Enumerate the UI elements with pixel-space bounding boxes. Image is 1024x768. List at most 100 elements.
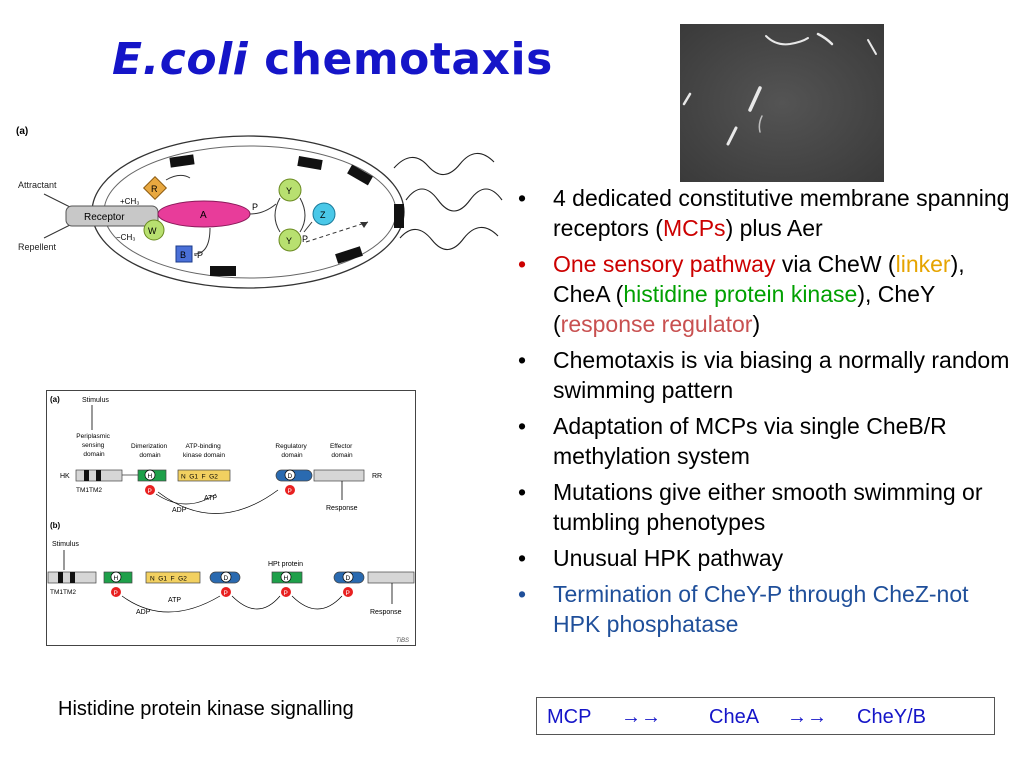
hk-label: HK — [60, 473, 70, 480]
b-tm-label: TM1TM2 — [50, 589, 76, 596]
b-p-circle-1 — [111, 587, 121, 597]
b-p-circle-2 — [221, 587, 231, 597]
bullet-text: ), CheY ( — [553, 281, 935, 337]
bullet-text: Termination of CheY-P through CheZ-not H… — [553, 581, 969, 637]
micrograph-background — [680, 24, 884, 182]
bullet-text: MCPs — [662, 215, 726, 241]
b-p-label-2: P — [224, 590, 228, 597]
cher-diamond — [142, 175, 168, 201]
bullet-item: • Mutations give either smooth swimming o… — [514, 477, 1019, 537]
flagellar-motor — [169, 154, 195, 168]
title-italic: E.coli — [112, 34, 249, 85]
bullet-dot: • — [518, 413, 527, 439]
effector-line-1: Effector — [330, 443, 353, 450]
diag-a-panel-label: (a) — [16, 126, 28, 137]
dimerization-line-2: domain — [139, 452, 161, 459]
b-adp-label: ADP — [136, 609, 151, 616]
svg-text:Regulatory domain: Regulatory domain — [275, 443, 308, 459]
flagellar-motor — [347, 164, 373, 186]
rr-p-label: P — [288, 488, 292, 495]
b-d-circle-1 — [220, 571, 232, 583]
hpt-p-label: P — [284, 590, 288, 597]
bacterium-3 — [748, 86, 762, 112]
hpk-panel-b-label: (b) — [50, 521, 61, 530]
dimerization-line-1: Dimerization — [131, 443, 168, 450]
bullet-text: Mutations give either smooth swimming or… — [553, 479, 983, 535]
periplasmic-line-2: sensing — [82, 442, 105, 449]
pathway-flow-box: MCP →→ CheA →→ CheY/B — [536, 697, 995, 735]
bullet-text: ) — [752, 311, 761, 337]
b-h-circle — [110, 571, 122, 583]
hpk-caption: Histidine protein kinase signalling — [58, 698, 354, 720]
hk-h-circle — [144, 469, 156, 481]
svg-text:ATP-binding kinase domain: ATP-binding kinase domain — [183, 443, 225, 459]
rr-response-label: Response — [326, 505, 358, 512]
bullet-text: Unusual HPK pathway — [553, 545, 784, 571]
chey-phospho-label: P — [302, 234, 308, 244]
effector-line-2: domain — [331, 452, 353, 459]
b-p-label-1: P — [114, 590, 118, 597]
repellent-label: Repellent — [18, 242, 57, 252]
rr-d-circle — [284, 469, 296, 481]
bullet-item: • Unusual HPK pathway — [514, 543, 1019, 573]
b-kinase-box — [145, 571, 201, 584]
chew-circle — [143, 219, 165, 241]
chea-phospho-label: P — [252, 202, 258, 212]
chew-label: W — [148, 226, 157, 236]
hk-p-label: P — [148, 488, 152, 495]
bullet-text: via CheW ( — [775, 251, 896, 277]
ch3-remove-label: −CH₃ — [116, 233, 135, 242]
flagellar-motor — [335, 246, 363, 264]
b-d-circle-2 — [342, 571, 354, 583]
bullet-dot: • — [518, 185, 527, 211]
bullet-text: ) plus Aer — [725, 215, 823, 241]
bullet-dot: • — [518, 251, 527, 277]
bacterium-5 — [682, 92, 692, 106]
chez-label: Z — [320, 210, 326, 220]
b-p-label-3: P — [346, 590, 350, 597]
svg-text:Effector domain: Effector domain — [330, 443, 354, 459]
b-d-label-1: D — [224, 575, 229, 582]
bullet-text: linker — [895, 251, 951, 277]
rr-d-label: D — [288, 473, 293, 480]
flagellum-1 — [405, 188, 503, 212]
bullet-dot: • — [518, 545, 527, 571]
bullet-text: response regulator — [560, 311, 753, 337]
hk-tm2 — [96, 470, 101, 481]
bullet-text: 4 dedicated constitutive membrane spanni… — [553, 185, 1010, 241]
bullet-item: • 4 dedicated constitutive membrane spann… — [514, 183, 1019, 243]
hk-h-label: H — [148, 473, 153, 480]
bacterium-7 — [867, 39, 877, 55]
atp-binding-line-2: kinase domain — [183, 452, 225, 459]
hk-kinase-motifs: N G1 F G2 — [181, 474, 218, 481]
hk-kinase-box — [177, 469, 231, 482]
chey-circle-bottom — [278, 228, 302, 252]
attractant-label: Attractant — [18, 180, 57, 190]
hpk-diagram-frame — [46, 390, 416, 646]
bacterium-6 — [758, 115, 763, 133]
slide-title: E.coli chemotaxis — [112, 34, 553, 85]
bullet-dot: • — [518, 479, 527, 505]
hk-atp-label: ATP — [204, 495, 217, 502]
hk-tm1 — [84, 470, 89, 481]
bacterium-4 — [726, 126, 738, 146]
rr-effector-box — [313, 469, 365, 482]
hpk-panel-a-label: (a) — [50, 395, 60, 404]
b-effector-box — [367, 571, 415, 584]
cheb-phospho-label: -P — [194, 250, 203, 260]
bullet-item: •Adaptation of MCPs via single CheB/R me… — [514, 411, 1019, 471]
b-tm1 — [58, 572, 63, 583]
periplasmic-line-3: domain — [83, 451, 105, 458]
flow-arrows-1: →→ — [621, 706, 661, 728]
b-tm2 — [70, 572, 75, 583]
bullet-item: •One sensory pathway via CheW (linker), … — [514, 249, 1019, 339]
hpt-h-circle — [280, 571, 292, 583]
bacterium-1 — [765, 35, 809, 46]
hpk-stimulus-a: Stimulus — [82, 397, 109, 404]
b-d-label-2: D — [346, 575, 351, 582]
chey-circle-top — [278, 178, 302, 202]
chea-label: A — [200, 210, 207, 221]
hk-p-circle — [145, 485, 155, 495]
b-h-label: H — [114, 575, 119, 582]
svg-text:Periplasmic sensing do: Periplasmic sensing domain — [76, 433, 111, 458]
